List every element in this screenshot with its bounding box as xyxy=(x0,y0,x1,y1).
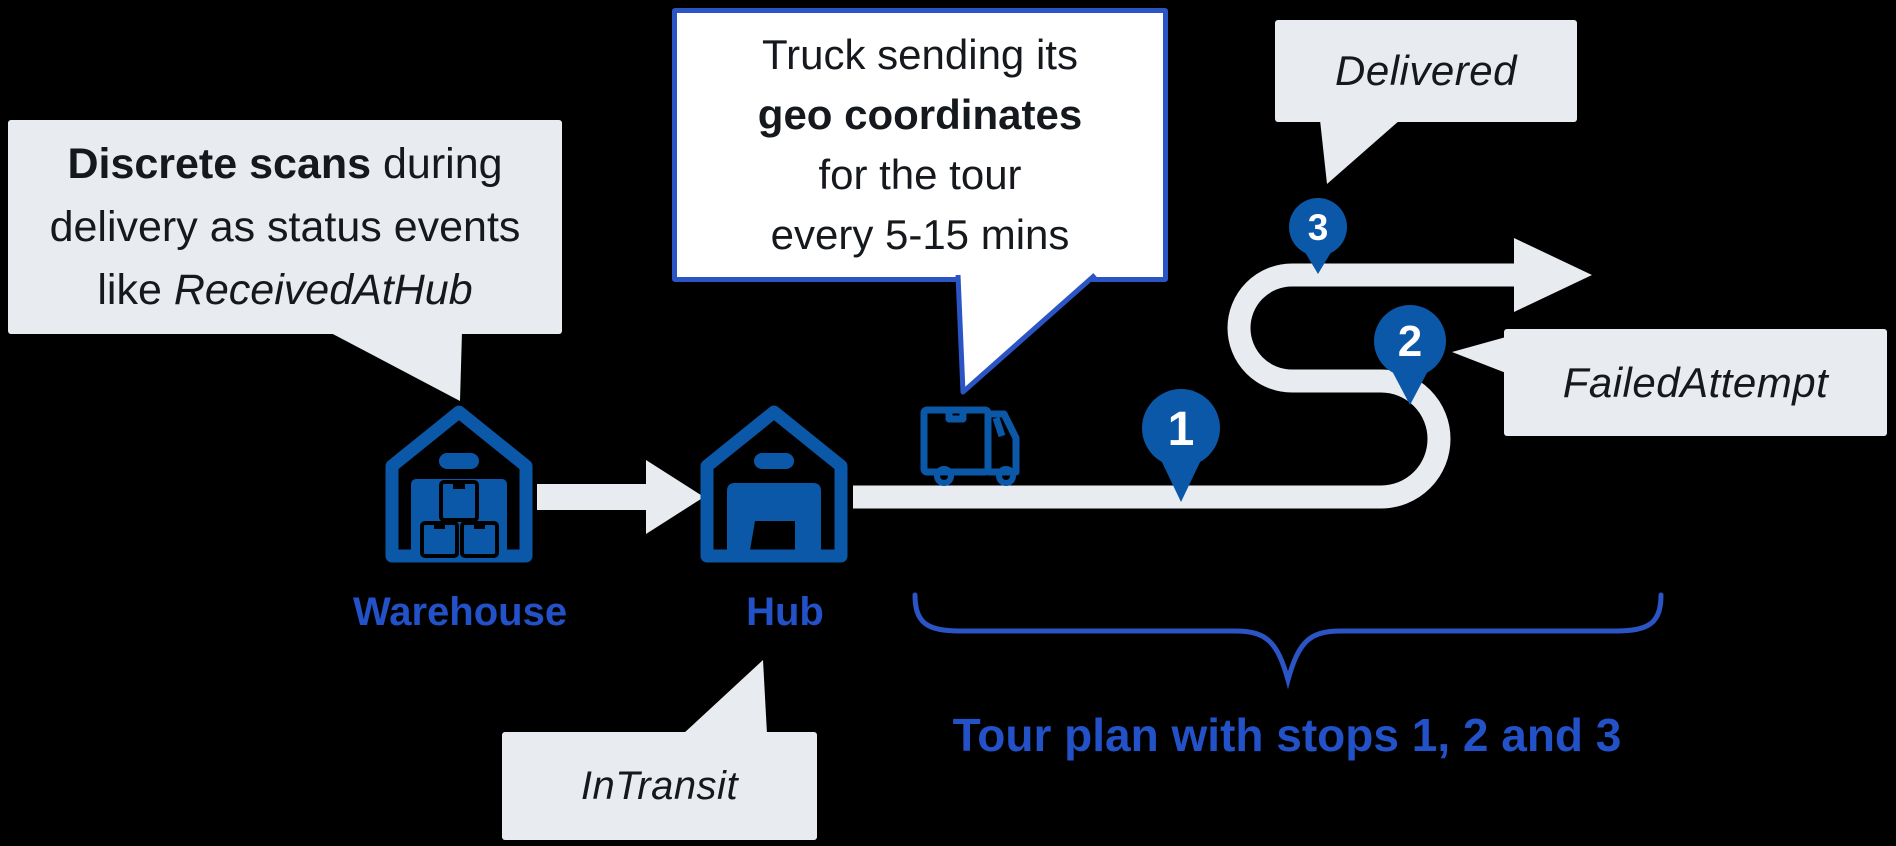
warehouse-icon xyxy=(385,405,533,563)
in-transit-label: InTransit xyxy=(580,763,739,808)
warehouse-label: Warehouse xyxy=(352,590,568,634)
warehouse-to-hub-arrow xyxy=(537,460,704,534)
svg-text:1: 1 xyxy=(1168,403,1195,456)
hub-label: Hub xyxy=(746,590,824,634)
discrete-scans-text: Discrete scans during delivery as status… xyxy=(49,139,521,314)
truck-geo-bubble-tail xyxy=(955,273,1097,395)
discrete-scans-bubble-tail xyxy=(329,332,462,401)
failed-attempt-label: FailedAttempt xyxy=(1562,358,1829,406)
delivered-label: Delivered xyxy=(1335,47,1517,94)
in-transit-bubble: InTransit xyxy=(502,732,817,840)
truck-geo-bubble: Truck sending its geo coordinates for th… xyxy=(672,8,1168,282)
hub-icon xyxy=(700,405,848,563)
svg-text:3: 3 xyxy=(1308,207,1329,248)
truck-geo-text: Truck sending its geo coordinates for th… xyxy=(757,31,1083,258)
stop-pin-2: 2 xyxy=(1374,305,1446,405)
tour-plan-brace xyxy=(912,592,1664,690)
failed-attempt-bubble-tail xyxy=(1452,337,1506,373)
stop-pin-3: 3 xyxy=(1289,198,1347,274)
failed-attempt-bubble: FailedAttempt xyxy=(1504,329,1887,436)
svg-text:2: 2 xyxy=(1398,317,1422,366)
delivered-bubble: Delivered xyxy=(1275,20,1577,122)
tour-plan-caption: Tour plan with stops 1, 2 and 3 xyxy=(952,709,1622,761)
discrete-scans-bubble: Discrete scans during delivery as status… xyxy=(8,120,562,334)
in-transit-bubble-tail xyxy=(683,660,767,734)
route-arrowhead xyxy=(1514,238,1592,312)
delivered-bubble-tail xyxy=(1320,120,1400,184)
stop-pin-1: 1 xyxy=(1142,389,1220,502)
truck-icon xyxy=(920,406,1020,486)
tour-route-path xyxy=(853,238,1592,509)
